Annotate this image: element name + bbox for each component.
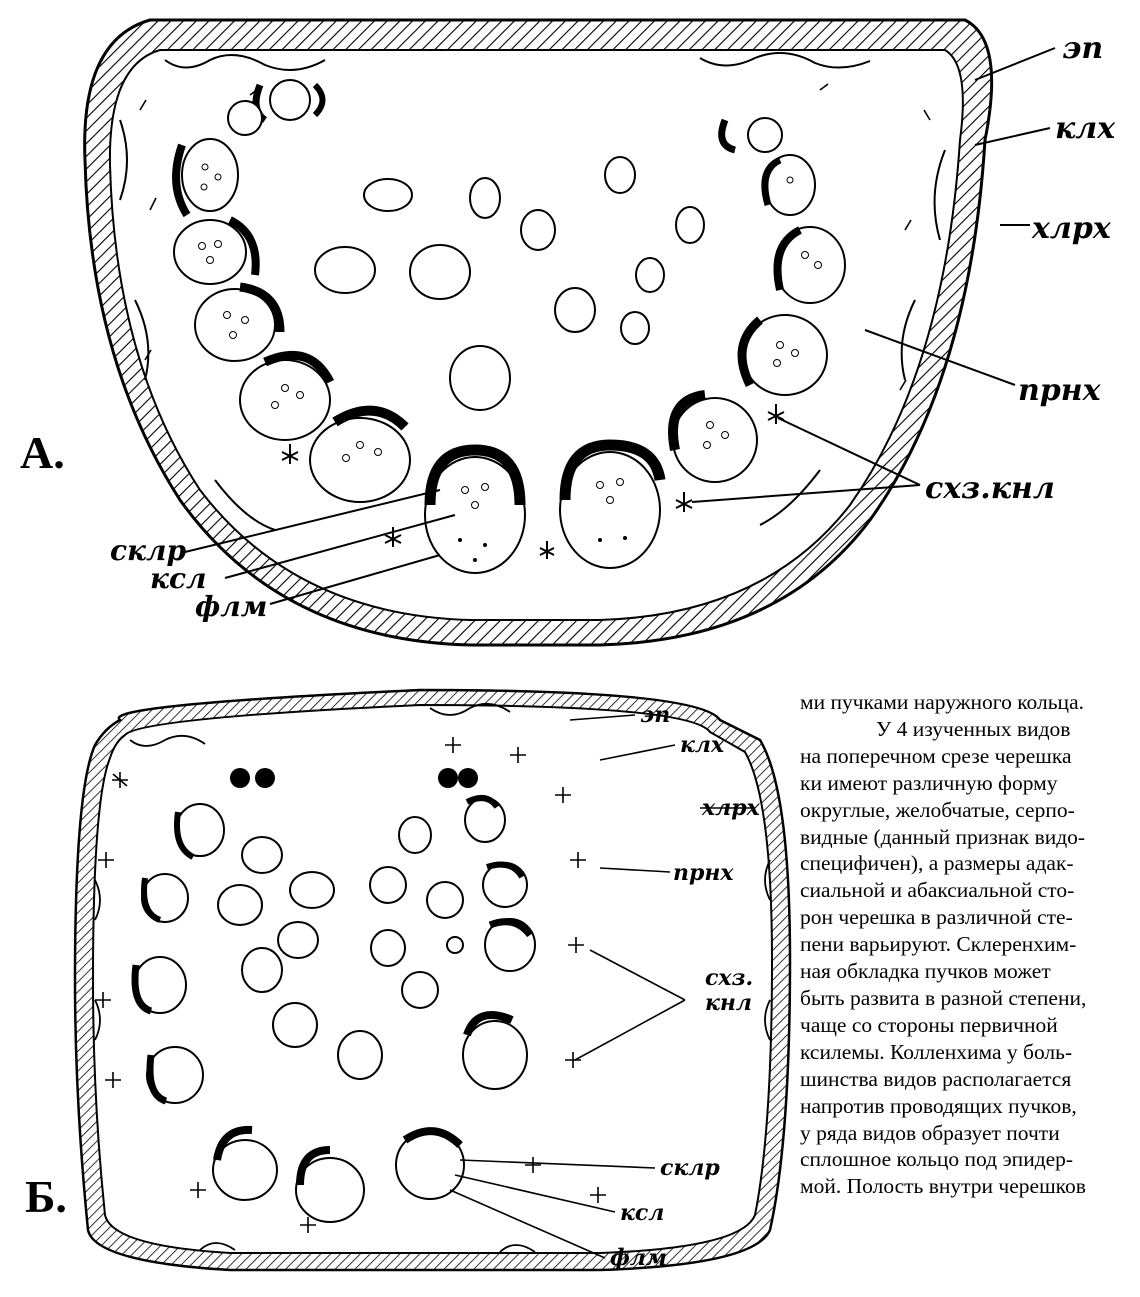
- body-text-line: рон черешка в различной сте-: [800, 904, 1140, 931]
- figure-b-label-sklr: склр: [660, 1155, 720, 1181]
- figure-b-label-flm: флм: [610, 1245, 667, 1271]
- body-text-column: ми пучками наружного кольца. У 4 изученн…: [800, 689, 1140, 1297]
- figure-a-label-flm: флм: [195, 590, 267, 623]
- figure-a-label-hlrh: хлрх: [1031, 211, 1112, 246]
- figure-a-label-ep: эп: [1062, 31, 1103, 66]
- body-text-line: сплошное кольцо под эпидер-: [800, 1146, 1140, 1173]
- body-text-line: быть развита в разной степени,: [800, 985, 1140, 1012]
- figure-a-label-prnh: прнх: [1018, 373, 1102, 408]
- figure-b-label-ksl: ксл: [620, 1200, 664, 1226]
- body-text-line: на поперечном срезе черешка: [800, 743, 1140, 770]
- figure-b-label-ep: эп: [640, 702, 670, 728]
- figure-b-label-shz: схз.: [705, 965, 753, 991]
- body-text-line: мой. Полость внутри черешков: [800, 1173, 1140, 1200]
- body-text-line: округлые, желобчатые, серпо-: [800, 797, 1140, 824]
- body-text-line: шинства видов располагается: [800, 1066, 1140, 1093]
- body-text-line: напротив проводящих пучков,: [800, 1093, 1140, 1120]
- figure-b-label-hlrh: хлрх: [701, 795, 761, 821]
- body-text-line: видные (данный признак видо-: [800, 824, 1140, 851]
- body-text-line: ная обкладка пучков может: [800, 958, 1140, 985]
- figure-b-panel-letter: Б.: [25, 1171, 67, 1222]
- body-text-line: У 4 изученных видов: [800, 716, 1140, 743]
- body-text-line: пени варьируют. Склеренхим-: [800, 931, 1140, 958]
- figure-a-label-shz-knl: схз.кнл: [925, 471, 1055, 506]
- body-text-line: специфичен), а размеры адак-: [800, 850, 1140, 877]
- body-text-line: ки имеют различную форму: [800, 770, 1140, 797]
- body-text-line: чаще со стороны первичной: [800, 1012, 1140, 1039]
- figure-b-label-klh: клх: [680, 732, 725, 758]
- figure-b-label-prnh: прнх: [673, 860, 734, 886]
- body-text-line: ми пучками наружного кольца.: [800, 689, 1140, 716]
- figure-a-panel-letter: А.: [20, 427, 65, 478]
- figure-a-label-klh: клх: [1055, 111, 1116, 146]
- body-text-line: у ряда видов образует почти: [800, 1120, 1140, 1147]
- body-text-line: сиальной и абаксиальной сто-: [800, 877, 1140, 904]
- figure-a-cross-section: эп клх хлрх прнх схз.кнл склр ксл флм А.: [20, 20, 1116, 645]
- figure-b-cross-section: эп клх хлрх прнх схз. кнл склр ксл флм Б…: [25, 690, 790, 1271]
- body-text-line: ксилемы. Колленхима у боль-: [800, 1039, 1140, 1066]
- figure-b-label-knl: кнл: [705, 990, 752, 1016]
